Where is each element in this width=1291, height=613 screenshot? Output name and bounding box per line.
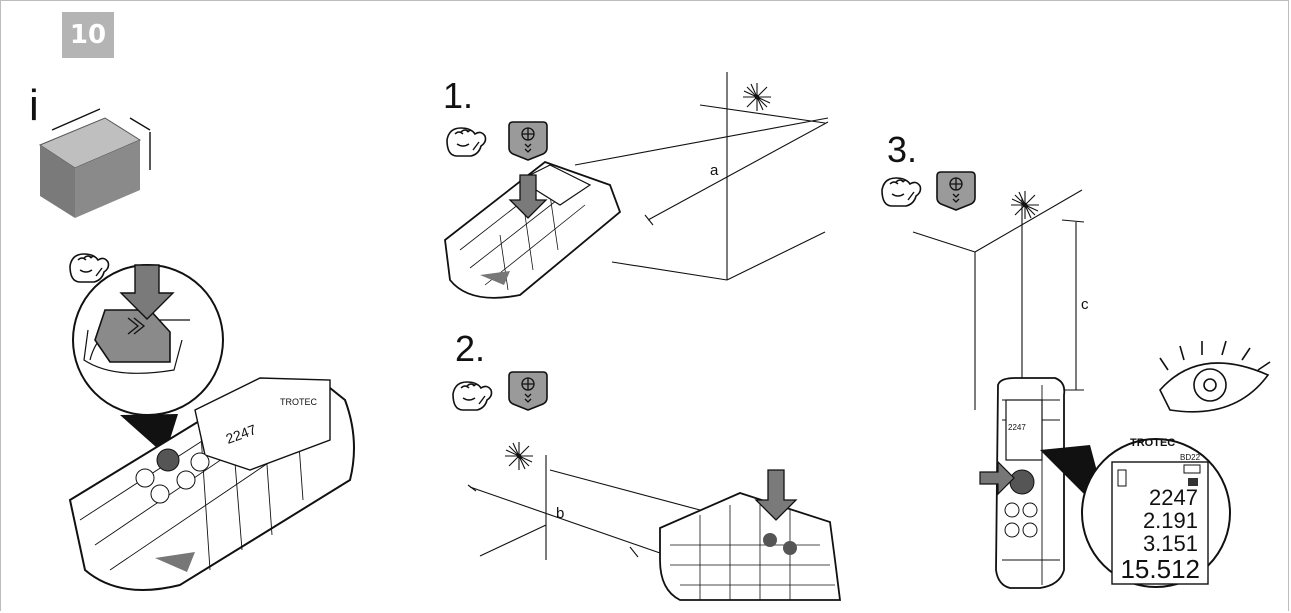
device-step-2 [659, 469, 842, 601]
zoom-value-3: 3.151 [1143, 531, 1198, 556]
box-icon [38, 108, 151, 218]
device-step-3: 2247 [979, 377, 1066, 589]
step-3-dimension-label: c [1081, 296, 1089, 313]
step-3-laser-point-icon [1010, 190, 1040, 220]
display-zoom: TROTEC BD22 2247 2.191 3.151 15.512 [1040, 437, 1231, 588]
step-2-fist-icon [452, 381, 493, 411]
step-1-laser-point-icon [742, 82, 772, 112]
zoom-value-1: 2247 [1149, 485, 1198, 510]
device-step-3-reading: 2247 [1008, 423, 1026, 432]
step-2-room-lines [467, 455, 701, 560]
step-3-fist-icon [881, 177, 922, 207]
zoom-circle [72, 264, 224, 455]
info-symbol: i [29, 81, 39, 130]
step-2-dimension-label: b [556, 505, 564, 522]
step-1-number: 1. [443, 75, 473, 116]
step-2-laser-point-icon [504, 441, 534, 471]
step-1-measure-button-icon [508, 121, 548, 161]
device-step-1 [444, 160, 622, 299]
left-fist-icon [69, 253, 110, 283]
step-3-measure-button-icon [936, 171, 976, 211]
zoom-value-total: 15.512 [1120, 554, 1200, 584]
zoom-value-2: 2.191 [1143, 508, 1198, 533]
step-1-dimension-label: a [710, 162, 719, 179]
device-left: TROTEC 2247 [68, 377, 355, 591]
eye-icon [1159, 340, 1271, 413]
step-3-number: 3. [887, 129, 917, 170]
device-left-brand: TROTEC [280, 397, 317, 407]
step-2-measure-button-icon [508, 371, 548, 411]
step-1-fist-icon [446, 127, 487, 157]
zoom-model: BD22 [1180, 453, 1201, 462]
figure-number: 10 [62, 12, 114, 58]
zoom-brand: TROTEC [1130, 437, 1175, 449]
step-1-room-lines [574, 72, 829, 281]
step-3-room-lines [912, 189, 1085, 410]
step-2-number: 2. [455, 328, 485, 369]
